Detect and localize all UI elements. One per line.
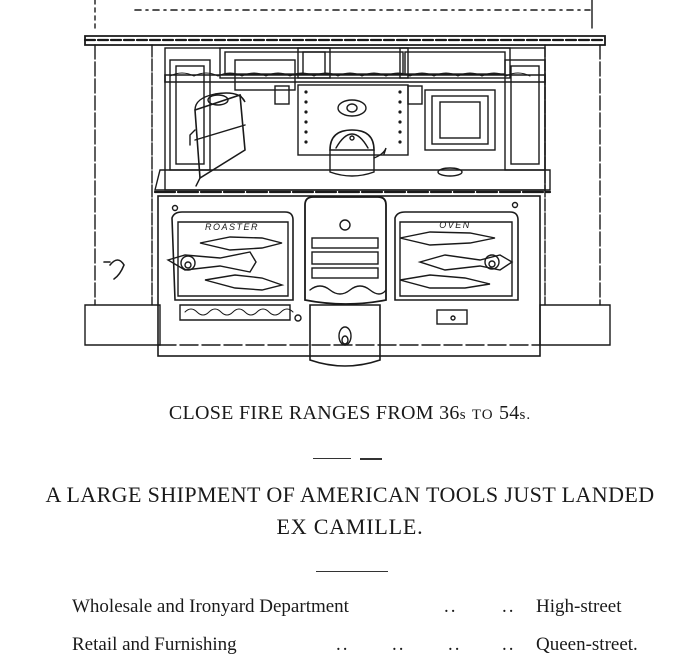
- side-pilasters: [84, 44, 611, 346]
- ranges-price-line: CLOSE FIRE RANGES FROM 36s TO 54s.: [0, 402, 700, 425]
- unit-shillings: s: [459, 407, 467, 423]
- unit-shillings-2: s.: [519, 407, 532, 423]
- leader-dots: ..: [448, 634, 462, 655]
- range-body: [157, 195, 541, 357]
- divider-rule: [313, 458, 351, 459]
- to-word: TO: [471, 407, 494, 423]
- oven-door: OVEN: [394, 201, 519, 325]
- wall-frame: [94, 0, 593, 31]
- price-high: 54: [498, 402, 520, 424]
- leader-dots: ..: [336, 634, 350, 655]
- leader-dots: ..: [392, 634, 406, 655]
- ranges-text: CLOSE FIRE RANGES FROM 36: [168, 402, 460, 424]
- department-street: Queen-street.: [536, 634, 638, 655]
- shipment-headline: A LARGE SHIPMENT OF AMERICAN TOOLS JUST …: [45, 482, 655, 507]
- leader-dots: ..: [444, 596, 458, 617]
- department-row: Retail and Furnishing .. .. .. .. Queen-…: [72, 634, 692, 660]
- center-panel: [274, 84, 423, 156]
- department-row: Wholesale and Ironyard Department .. .. …: [72, 596, 692, 622]
- divider-rule-short: [360, 458, 382, 460]
- mantel-shelf: [83, 35, 607, 46]
- leader-dots: ..: [502, 596, 516, 617]
- department-street: High-street: [536, 596, 622, 617]
- kitchen-range-illustration: ROASTER OVEN: [83, 0, 611, 367]
- plate-rack: [164, 72, 546, 83]
- department-name: Retail and Furnishing: [72, 634, 237, 655]
- hob-top: [153, 167, 552, 194]
- back-panels: [164, 47, 546, 191]
- leader-dots: ..: [502, 634, 516, 655]
- divider-rule-2: [316, 571, 388, 572]
- kettle-icon: [329, 129, 387, 177]
- roaster-door: ROASTER: [166, 204, 302, 322]
- fire-box: [304, 196, 387, 367]
- ship-name-line: EX CAMILLE.: [276, 514, 424, 539]
- roaster-label: ROASTER: [205, 222, 259, 232]
- department-name: Wholesale and Ironyard Department: [72, 596, 349, 617]
- oven-label: OVEN: [439, 220, 471, 230]
- boiler-pot-icon: [189, 92, 246, 187]
